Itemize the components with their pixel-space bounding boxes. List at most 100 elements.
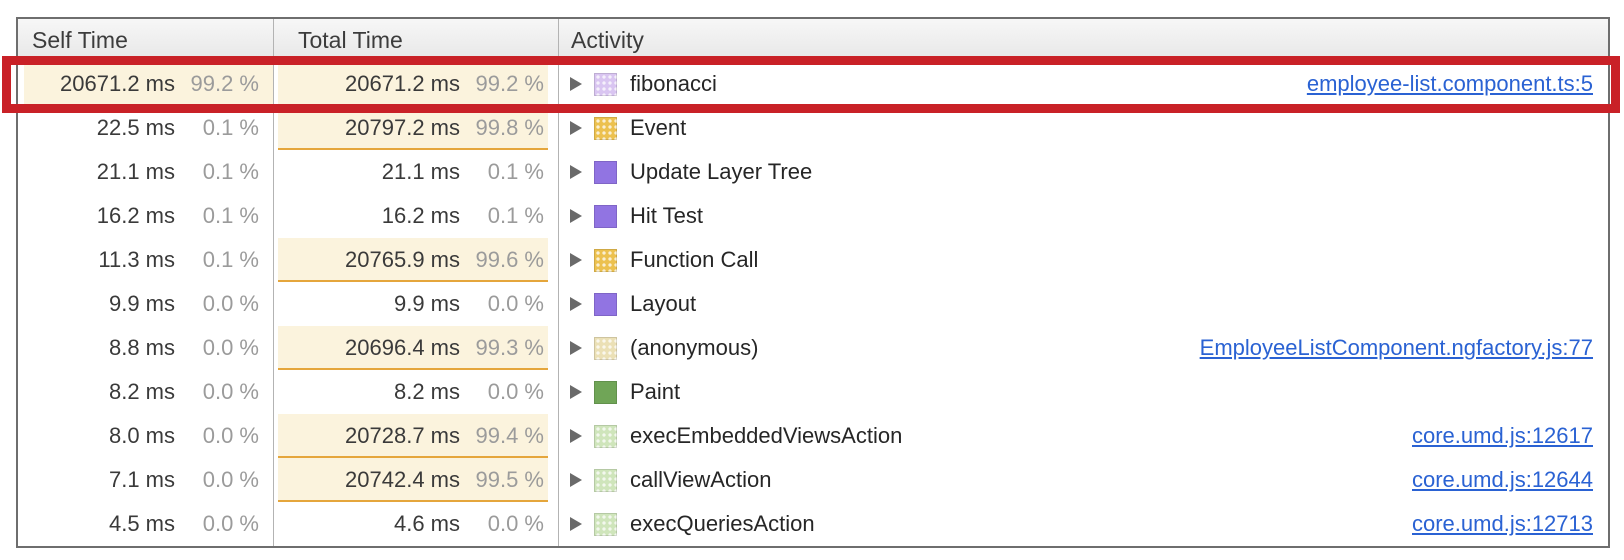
category-color-icon xyxy=(594,512,617,536)
category-color-icon xyxy=(594,116,617,140)
table-row[interactable]: 22.5 ms 0.1 % 20797.2 ms 99.8 % Event xyxy=(18,106,1608,150)
disclosure-triangle-icon[interactable] xyxy=(570,121,582,135)
activity-cell: execEmbeddedViewsAction core.umd.js:1261… xyxy=(559,414,1608,458)
disclosure-triangle-icon[interactable] xyxy=(570,385,582,399)
activity-label: Layout xyxy=(630,291,697,316)
total-time-percent: 0.0 % xyxy=(487,511,544,536)
self-time-cell: 7.1 ms 0.0 % xyxy=(18,458,274,502)
self-time-cell: 20671.2 ms 99.2 % xyxy=(18,62,274,106)
activity-cell: Update Layer Tree xyxy=(559,150,1608,194)
category-color-icon xyxy=(594,380,617,404)
disclosure-triangle-icon[interactable] xyxy=(570,473,582,487)
table-row[interactable]: 21.1 ms 0.1 % 21.1 ms 0.1 % Update Layer… xyxy=(18,150,1608,194)
total-time-cell: 21.1 ms 0.1 % xyxy=(274,150,559,194)
activity-cell: Layout xyxy=(559,282,1608,326)
table-row[interactable]: 16.2 ms 0.1 % 16.2 ms 0.1 % Hit Test xyxy=(18,194,1608,238)
disclosure-triangle-icon[interactable] xyxy=(570,209,582,223)
activity-label: fibonacci xyxy=(630,71,717,96)
self-time-percent: 0.1 % xyxy=(202,159,259,184)
disclosure-triangle-icon[interactable] xyxy=(570,77,582,91)
table-row[interactable]: 11.3 ms 0.1 % 20765.9 ms 99.6 % Function… xyxy=(18,238,1608,282)
table-row[interactable]: 20671.2 ms 99.2 % 20671.2 ms 99.2 % fibo… xyxy=(18,62,1608,106)
table-row[interactable]: 8.0 ms 0.0 % 20728.7 ms 99.4 % execEmbed… xyxy=(18,414,1608,458)
self-time-percent: 0.0 % xyxy=(202,291,259,316)
total-time-cell: 20728.7 ms 99.4 % xyxy=(274,414,559,458)
disclosure-triangle-icon[interactable] xyxy=(570,165,582,179)
activity-cell: Hit Test xyxy=(559,194,1608,238)
category-color-icon xyxy=(594,72,617,96)
category-color-icon xyxy=(594,424,617,448)
total-time-highlight-fill xyxy=(278,106,548,150)
total-time-percent: 99.3 % xyxy=(475,335,545,360)
activity-label: Update Layer Tree xyxy=(630,159,813,184)
total-time-value: 21.1 ms xyxy=(381,159,460,184)
disclosure-triangle-icon[interactable] xyxy=(570,297,582,311)
total-time-percent: 0.0 % xyxy=(487,379,544,404)
disclosure-triangle-icon[interactable] xyxy=(570,517,582,531)
self-time-percent: 0.0 % xyxy=(202,379,259,404)
total-time-value: 20797.2 ms xyxy=(345,115,460,140)
source-link[interactable]: core.umd.js:12644 xyxy=(1412,467,1593,492)
table-row[interactable]: 7.1 ms 0.0 % 20742.4 ms 99.5 % callViewA… xyxy=(18,458,1608,502)
total-time-cell: 20765.9 ms 99.6 % xyxy=(274,238,559,282)
disclosure-triangle-icon[interactable] xyxy=(570,253,582,267)
source-link[interactable]: EmployeeListComponent.ngfactory.js:77 xyxy=(1199,335,1593,360)
column-header-total-time[interactable]: Total Time xyxy=(274,19,559,61)
category-color-icon xyxy=(594,292,617,316)
source-link[interactable]: core.umd.js:12617 xyxy=(1412,423,1593,448)
category-color-icon xyxy=(594,204,617,228)
table-row[interactable]: 8.2 ms 0.0 % 8.2 ms 0.0 % Paint xyxy=(18,370,1608,414)
activity-label: Event xyxy=(630,115,687,140)
self-time-value: 21.1 ms xyxy=(96,159,175,184)
total-time-percent: 99.6 % xyxy=(475,247,545,272)
total-time-value: 20671.2 ms xyxy=(345,71,460,96)
disclosure-triangle-icon[interactable] xyxy=(570,341,582,355)
activity-label: Function Call xyxy=(630,247,759,272)
self-time-cell: 8.8 ms 0.0 % xyxy=(18,326,274,370)
activity-cell: Function Call xyxy=(559,238,1608,282)
column-header-activity[interactable]: Activity xyxy=(571,26,644,53)
total-time-percent: 99.8 % xyxy=(475,115,545,140)
total-time-cell: 20742.4 ms 99.5 % xyxy=(274,458,559,502)
activity-cell: execQueriesAction core.umd.js:12713 xyxy=(559,502,1608,546)
self-time-cell: 11.3 ms 0.1 % xyxy=(18,238,274,282)
self-time-value: 22.5 ms xyxy=(96,115,175,140)
total-time-cell: 9.9 ms 0.0 % xyxy=(274,282,559,326)
self-time-cell: 8.2 ms 0.0 % xyxy=(18,370,274,414)
self-time-percent: 0.0 % xyxy=(202,511,259,536)
table-row[interactable]: 8.8 ms 0.0 % 20696.4 ms 99.3 % (anonymou… xyxy=(18,326,1608,370)
self-time-value: 16.2 ms xyxy=(96,203,175,228)
table-row[interactable]: 9.9 ms 0.0 % 9.9 ms 0.0 % Layout xyxy=(18,282,1608,326)
source-link[interactable]: core.umd.js:12713 xyxy=(1412,511,1593,536)
self-time-value: 11.3 ms xyxy=(98,247,175,272)
activity-cell: Paint xyxy=(559,370,1608,414)
activity-label: execEmbeddedViewsAction xyxy=(630,423,903,448)
total-time-value: 20696.4 ms xyxy=(345,335,460,360)
self-time-value: 8.2 ms xyxy=(108,379,175,404)
column-header-self-time[interactable]: Self Time xyxy=(18,19,274,61)
self-time-value: 7.1 ms xyxy=(108,467,175,492)
total-time-value: 4.6 ms xyxy=(393,511,460,536)
category-color-icon xyxy=(594,248,617,272)
activity-cell: callViewAction core.umd.js:12644 xyxy=(559,458,1608,502)
table-row[interactable]: 4.5 ms 0.0 % 4.6 ms 0.0 % execQueriesAct… xyxy=(18,502,1608,546)
total-time-percent: 0.1 % xyxy=(487,159,544,184)
self-time-cell: 16.2 ms 0.1 % xyxy=(18,194,274,238)
total-time-value: 20765.9 ms xyxy=(345,247,460,272)
activity-label: execQueriesAction xyxy=(630,511,815,536)
self-time-percent: 0.0 % xyxy=(202,335,259,360)
activity-label: Hit Test xyxy=(630,203,703,228)
total-time-cell: 16.2 ms 0.1 % xyxy=(274,194,559,238)
source-link[interactable]: employee-list.component.ts:5 xyxy=(1306,71,1593,96)
self-time-percent: 0.1 % xyxy=(202,247,259,272)
self-time-percent: 0.1 % xyxy=(202,203,259,228)
self-time-cell: 4.5 ms 0.0 % xyxy=(18,502,274,546)
total-time-highlight-fill xyxy=(278,458,548,502)
performance-call-tree-table: Self Time Total Time Activity 20671.2 ms… xyxy=(16,17,1610,548)
disclosure-triangle-icon[interactable] xyxy=(570,429,582,443)
total-time-percent: 99.2 % xyxy=(475,71,545,96)
total-time-cell: 20696.4 ms 99.3 % xyxy=(274,326,559,370)
total-time-value: 20742.4 ms xyxy=(345,467,460,492)
total-time-value: 16.2 ms xyxy=(381,203,460,228)
category-color-icon xyxy=(594,468,617,492)
